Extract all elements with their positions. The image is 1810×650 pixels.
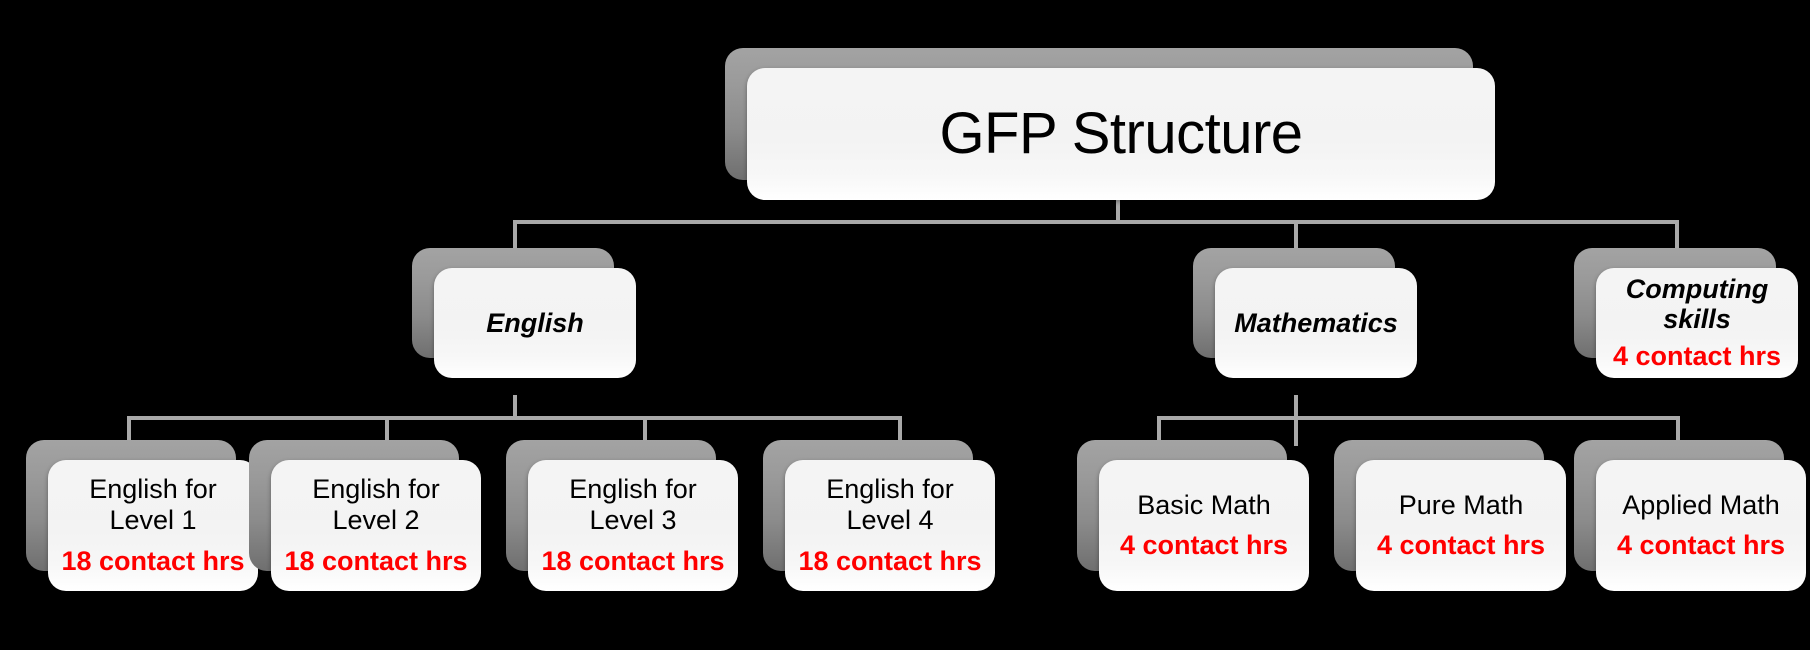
leaf-hours: 18 contact hrs (541, 545, 725, 576)
leaf-title-line1: Applied Math (1622, 489, 1780, 520)
node-card[interactable]: English for Level 4 18 contact hrs (785, 460, 995, 591)
connector-drop-english-level-3 (643, 416, 647, 446)
leaf-hours: 18 contact hrs (61, 545, 245, 576)
connector-root-stem (1116, 198, 1120, 224)
node-card[interactable]: Mathematics (1215, 268, 1417, 378)
branch-title-english: English (486, 307, 584, 338)
node-english-level-3[interactable]: English for Level 3 18 contact hrs (506, 440, 738, 591)
connector-mathematics-stem (1294, 395, 1298, 419)
node-pure-math[interactable]: Pure Math 4 contact hrs (1334, 440, 1566, 591)
leaf-hours: 4 contact hrs (1376, 529, 1546, 560)
connector-drop-computing-skills (1675, 220, 1679, 252)
node-card[interactable]: English for Level 2 18 contact hrs (271, 460, 481, 591)
node-root[interactable]: GFP Structure (725, 48, 1495, 200)
leaf-title-line1: English for (569, 473, 697, 504)
node-english-level-2[interactable]: English for Level 2 18 contact hrs (249, 440, 481, 591)
node-computing-skills[interactable]: Computing skills 4 contact hrs (1574, 248, 1798, 378)
node-english-level-4[interactable]: English for Level 4 18 contact hrs (763, 440, 995, 591)
connector-drop-english (513, 220, 517, 252)
root-title: GFP Structure (939, 100, 1303, 166)
leaf-title-line2: Level 2 (332, 505, 420, 536)
node-english[interactable]: English (412, 248, 636, 378)
connector-drop-applied-math (1676, 416, 1680, 446)
node-card[interactable]: Applied Math 4 contact hrs (1596, 460, 1806, 591)
node-mathematics[interactable]: Mathematics (1193, 248, 1417, 378)
node-card[interactable]: English (434, 268, 636, 378)
node-english-level-1[interactable]: English for Level 1 18 contact hrs (26, 440, 258, 591)
branch-title-computing-skills-line1: Computing (1625, 273, 1769, 304)
node-card[interactable]: Computing skills 4 contact hrs (1596, 268, 1798, 378)
branch-title-computing-skills-line2: skills (1663, 303, 1731, 334)
connector-drop-english-level-1 (127, 416, 131, 446)
leaf-title-line1: English for (826, 473, 954, 504)
leaf-hours: 18 contact hrs (284, 545, 468, 576)
node-card[interactable]: Basic Math 4 contact hrs (1099, 460, 1309, 591)
leaf-title-line2: Level 1 (109, 505, 197, 536)
connector-drop-basic-math (1157, 416, 1161, 446)
connector-drop-english-level-4 (898, 416, 902, 446)
node-card[interactable]: English for Level 1 18 contact hrs (48, 460, 258, 591)
leaf-title-line1: English for (89, 473, 217, 504)
connector-drop-english-level-2 (385, 416, 389, 446)
connector-mathematics-bus (1157, 416, 1680, 420)
leaf-title-line2: Level 4 (846, 505, 934, 536)
node-card[interactable]: Pure Math 4 contact hrs (1356, 460, 1566, 591)
branch-hours-computing-skills: 4 contact hrs (1612, 341, 1782, 372)
leaf-hours: 4 contact hrs (1119, 529, 1289, 560)
node-applied-math[interactable]: Applied Math 4 contact hrs (1574, 440, 1806, 591)
connector-english-bus (127, 416, 902, 420)
leaf-title-line2: Level 3 (589, 505, 677, 536)
node-basic-math[interactable]: Basic Math 4 contact hrs (1077, 440, 1309, 591)
branch-title-mathematics: Mathematics (1234, 307, 1398, 338)
leaf-title-line1: Pure Math (1398, 489, 1524, 520)
connector-drop-pure-math (1294, 416, 1298, 446)
leaf-title-line1: Basic Math (1137, 489, 1271, 520)
node-card[interactable]: English for Level 3 18 contact hrs (528, 460, 738, 591)
node-card[interactable]: GFP Structure (747, 68, 1495, 200)
connector-english-stem (513, 395, 517, 419)
leaf-hours: 4 contact hrs (1616, 529, 1786, 560)
connector-level1-bus (513, 220, 1679, 224)
connector-drop-mathematics (1294, 220, 1298, 252)
leaf-hours: 18 contact hrs (798, 545, 982, 576)
leaf-title-line1: English for (312, 473, 440, 504)
